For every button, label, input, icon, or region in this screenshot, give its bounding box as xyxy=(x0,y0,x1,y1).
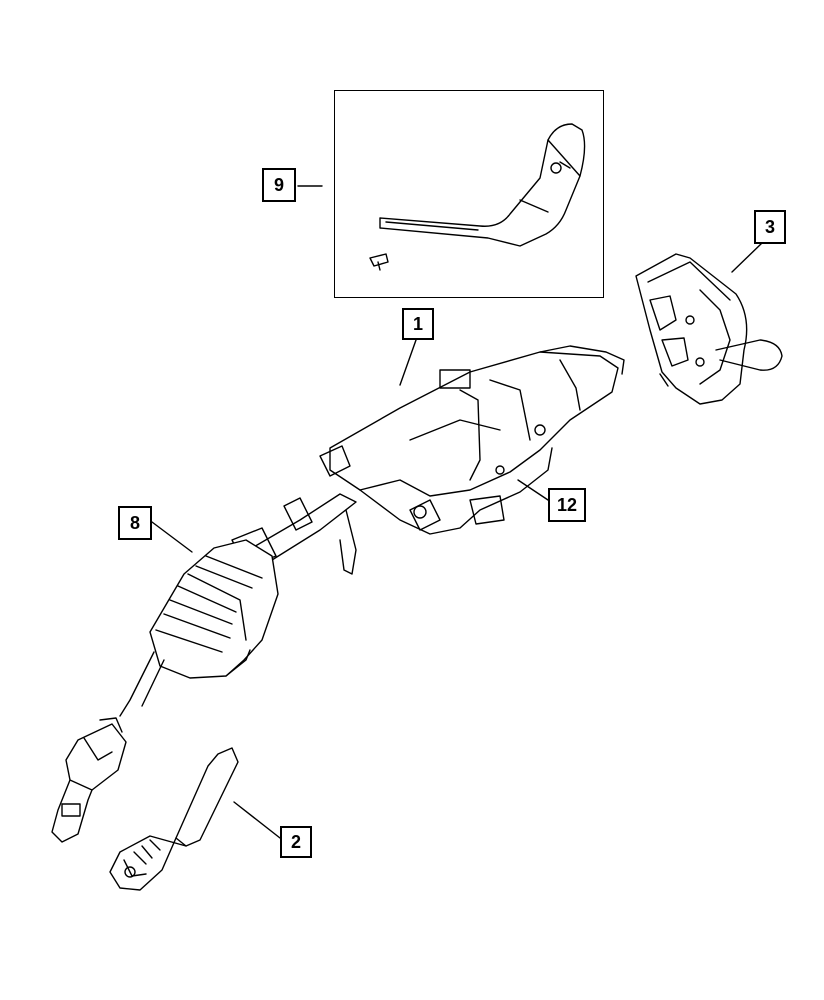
lower-shaft-part-2 xyxy=(109,747,239,891)
leader-line-3 xyxy=(731,242,763,273)
callout-12: 12 xyxy=(548,488,586,522)
callout-3: 3 xyxy=(754,210,786,244)
leader-line-12 xyxy=(517,479,549,501)
callout-9: 9 xyxy=(262,168,296,202)
callout-1: 1 xyxy=(402,308,434,340)
lever-part-9 xyxy=(369,123,586,271)
callout-2: 2 xyxy=(280,826,312,858)
leader-line-8 xyxy=(151,521,193,553)
boot-part-8 xyxy=(119,539,279,717)
steering-column-part-1 xyxy=(319,345,625,575)
inset-box-part-9 xyxy=(334,90,604,298)
switch-housing-part-3 xyxy=(635,253,783,405)
leader-line-1 xyxy=(399,339,417,386)
leader-line-2 xyxy=(233,801,281,839)
lower-ujoint xyxy=(51,717,127,843)
callout-8: 8 xyxy=(118,506,152,540)
